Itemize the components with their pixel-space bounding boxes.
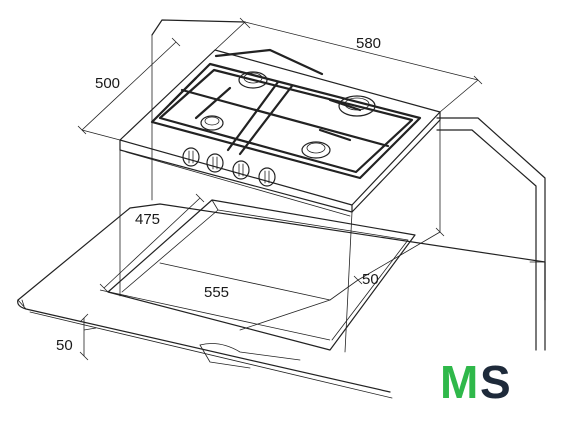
burners xyxy=(200,71,376,159)
dimension-500: 500 xyxy=(77,37,181,141)
knob-1 xyxy=(182,147,200,167)
control-knobs xyxy=(182,147,276,187)
hob xyxy=(119,48,441,353)
burner-rear-right xyxy=(338,95,376,117)
label-50-worktop: 50 xyxy=(56,337,73,354)
dimension-50-worktop: 50 xyxy=(56,313,97,361)
knob-4 xyxy=(258,167,276,187)
cutout-opening xyxy=(107,199,416,369)
label-475: 475 xyxy=(135,211,160,228)
knob-3 xyxy=(232,160,250,180)
logo-letter-m: M xyxy=(440,356,478,408)
knob-2 xyxy=(206,153,224,173)
label-555: 555 xyxy=(204,284,229,301)
dimension-475: 475 xyxy=(99,193,205,293)
ms-logo: M S xyxy=(440,356,511,408)
label-500: 500 xyxy=(95,75,120,92)
dimension-555: 555 xyxy=(99,284,331,341)
burner-front-left xyxy=(200,115,224,131)
worktop xyxy=(17,19,546,399)
label-580: 580 xyxy=(356,35,381,52)
logo-letter-s: S xyxy=(480,356,511,408)
dimension-50-rear: 50 xyxy=(353,227,445,288)
burner-rear-left xyxy=(238,71,268,89)
dimension-580: 580 xyxy=(214,17,483,113)
label-50-rear: 50 xyxy=(362,271,379,288)
burner-front-right xyxy=(301,141,331,159)
